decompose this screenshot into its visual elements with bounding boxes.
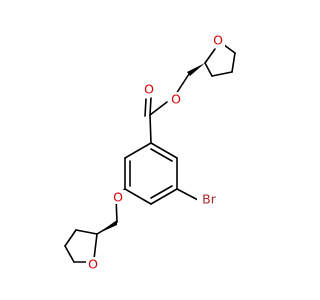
bond-ring1-c4-c5	[231, 52, 236, 73]
bond-carbonyl-double-1	[149, 97, 152, 116]
bond-ring1-c3-c4	[211, 71, 233, 77]
atom-label-ester-carbonyl-oxygen: O	[142, 82, 156, 97]
oxygen-label: O	[88, 257, 98, 272]
bond-ring1-o-c2	[204, 48, 216, 64]
bond-benzene-3-4	[150, 188, 178, 205]
molecule-structure: O O O O Br O	[64, 33, 236, 272]
bond-carbonyl-double-2	[144, 98, 147, 117]
bond-ring2-o-c2	[93, 233, 98, 260]
bond-benzene-6-1	[124, 142, 152, 159]
atom-label-ether-oxygen: O	[111, 190, 125, 205]
bond-carbonyl-c-to-ring	[149, 114, 152, 144]
oxygen-label: O	[213, 33, 223, 48]
oxygen-label: O	[171, 92, 181, 107]
bond-ring-to-bromine	[176, 188, 199, 201]
bottom-tetrahydrofuran-ring	[64, 229, 98, 263]
oxygen-label: O	[113, 190, 123, 205]
bond-benzene-inner-1	[150, 148, 173, 162]
bond-ring2-c4-c5	[64, 245, 75, 263]
atom-label-ring1-oxygen: O	[211, 33, 225, 48]
bottom-stereo-wedge	[97, 220, 117, 234]
atom-label-bromine: Br	[197, 192, 221, 207]
top-stereo-wedge	[187, 63, 205, 76]
bond-benzene-inner-2	[150, 185, 173, 199]
oxygen-label: O	[144, 82, 154, 97]
benzene-ring	[124, 142, 178, 205]
structure-canvas: O O O O Br O	[64, 32, 236, 272]
bromine-label: Br	[202, 192, 217, 207]
bond-ring1-c2-c3	[204, 62, 213, 77]
bond-benzene-4-5	[124, 188, 152, 205]
top-tetrahydrofuran-ring	[204, 41, 236, 77]
bond-ring2-c2-c3	[75, 229, 98, 235]
atom-label-ring2-oxygen: O	[86, 257, 100, 272]
bond-ring2-c3-c4	[64, 229, 77, 247]
bond-ester-o-to-carbonyl-c	[149, 101, 168, 116]
atom-label-ester-linking-oxygen: O	[169, 92, 183, 107]
bond-benzene-1-2	[150, 142, 178, 159]
bond-top-ch2-to-ester-o	[175, 73, 190, 95]
